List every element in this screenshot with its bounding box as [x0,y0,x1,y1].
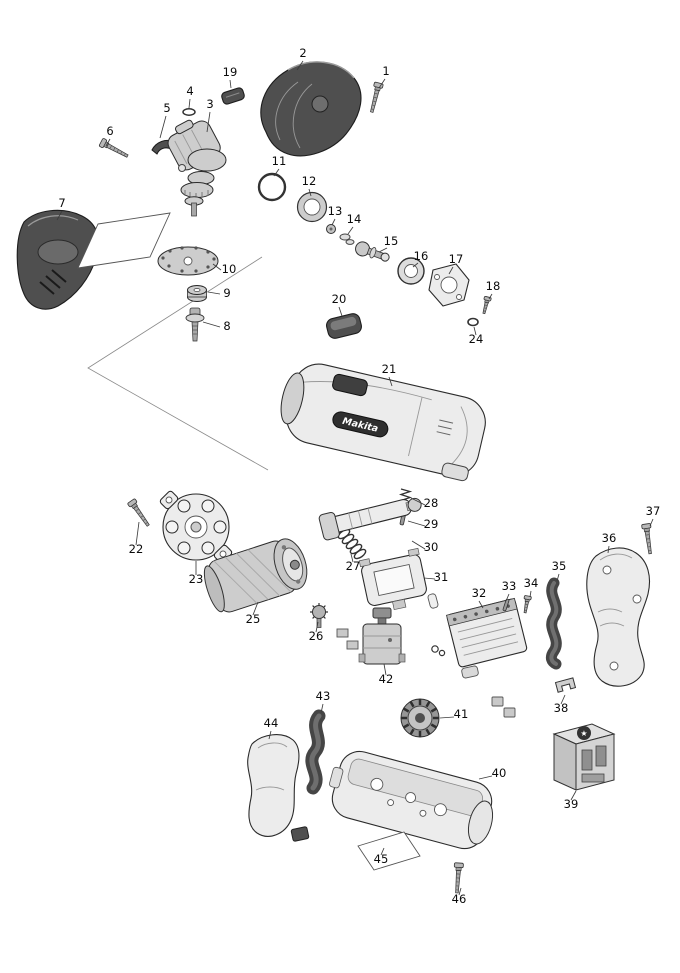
part-label-19: 19 [223,65,238,79]
part-37-screw [641,522,656,555]
part-14-washers [339,233,355,245]
part-label-24: 24 [469,332,484,346]
part-45-name-plate [357,831,421,871]
part-label-25: 25 [246,612,261,626]
part-43-bumper-strip [305,709,326,795]
part-38-clip [554,677,577,693]
part-label-32: 32 [472,586,487,600]
part-label-35: 35 [552,559,567,573]
part-30-slide-lever [318,497,422,541]
part-label-9: 9 [223,286,230,300]
part-label-30: 30 [424,540,439,554]
part-label-43: 43 [316,689,331,703]
part-24-o-ring [467,317,479,327]
part-42-switch [358,607,406,665]
part-label-38: 38 [554,701,569,715]
part-label-33: 33 [502,579,517,593]
part-label-16: 16 [414,249,429,263]
part-25-motor [203,538,308,613]
part-label-37: 37 [646,504,661,518]
part-22-screw [126,498,153,529]
part-17-bearing-retainer [428,263,470,307]
part-label-4: 4 [186,84,193,98]
part-23-bearing-box [159,490,233,564]
part-label-46: 46 [452,892,467,906]
part-label-13: 13 [328,204,343,218]
part-15-spindle [355,241,390,262]
part-32-controller [446,597,528,668]
part-label-23: 23 [189,572,204,586]
part-label-31: 31 [434,570,449,584]
part-label-21: 21 [382,362,397,376]
part-19-button [221,87,245,105]
part-7-front-cover [16,209,100,310]
part-31-switch-holder [358,547,427,611]
part-label-1: 1 [382,64,389,78]
part-44-battery-cover [247,734,300,837]
part-label-15: 15 [384,234,399,248]
part-label-11: 11 [272,154,287,168]
connector-piece [290,826,310,842]
part-33-pin [502,598,510,612]
part-46-screw [452,862,464,894]
part-13-washer [326,224,336,234]
part-9-clamp-flange [187,285,207,302]
part-label-29: 29 [424,517,439,531]
part-label-18: 18 [486,279,501,293]
part-35-bumper-strip [545,577,562,670]
part-number-labels: 1 2 3 4 5 6 7 8 9 10 11 12 13 14 15 16 1… [58,46,660,906]
part-39-terminal-block: ★ [552,723,616,791]
part-label-26: 26 [309,629,324,643]
part-26-pinion-gear [310,603,328,628]
part-21-motor-housing: Makita [280,363,486,482]
part-41-dial-gear [400,698,440,738]
part-label-36: 36 [602,531,617,545]
part-16-ball-bearing [397,257,425,285]
part-label-14: 14 [347,212,362,226]
part-label-5: 5 [163,101,170,115]
part-label-44: 44 [264,716,279,730]
part-label-34: 34 [524,576,539,590]
part-4-o-ring [182,108,196,116]
part-34-screw [521,594,532,614]
part-label-6: 6 [106,124,113,138]
part-label-28: 28 [424,496,439,510]
part-label-8: 8 [223,319,230,333]
part-label-41: 41 [454,707,469,721]
part-8-clamp-bolt [185,307,205,342]
part-40-handle-base [329,750,494,850]
part-label-3: 3 [206,97,213,111]
part-label-20: 20 [332,292,347,306]
battery-star-icon: ★ [580,729,587,738]
hardware-bits [336,593,516,718]
part-label-45: 45 [374,852,389,866]
part-12-sleeve [296,191,328,223]
part-2-head-cover [260,61,362,157]
part-label-22: 22 [129,542,144,556]
backing-sheet [77,212,171,269]
part-label-39: 39 [564,797,579,811]
part-label-27: 27 [346,559,361,573]
part-3-gear-head-assembly [167,119,227,217]
part-label-42: 42 [379,672,394,686]
part-10-backing-pad [157,246,219,276]
part-18-screw [480,295,492,315]
part-20-slide-button [326,313,362,339]
part-11-o-ring [257,172,287,202]
part-label-10: 10 [222,262,237,276]
part-36-handle-cover [586,547,651,687]
part-label-2: 2 [299,46,306,60]
part-1-screw [366,81,384,114]
part-label-40: 40 [492,766,507,780]
projection-lines [87,256,269,471]
part-label-7: 7 [58,196,65,210]
part-label-12: 12 [302,174,317,188]
leader-lines [56,60,654,896]
part-label-17: 17 [449,252,464,266]
part-6-screw [98,137,131,161]
